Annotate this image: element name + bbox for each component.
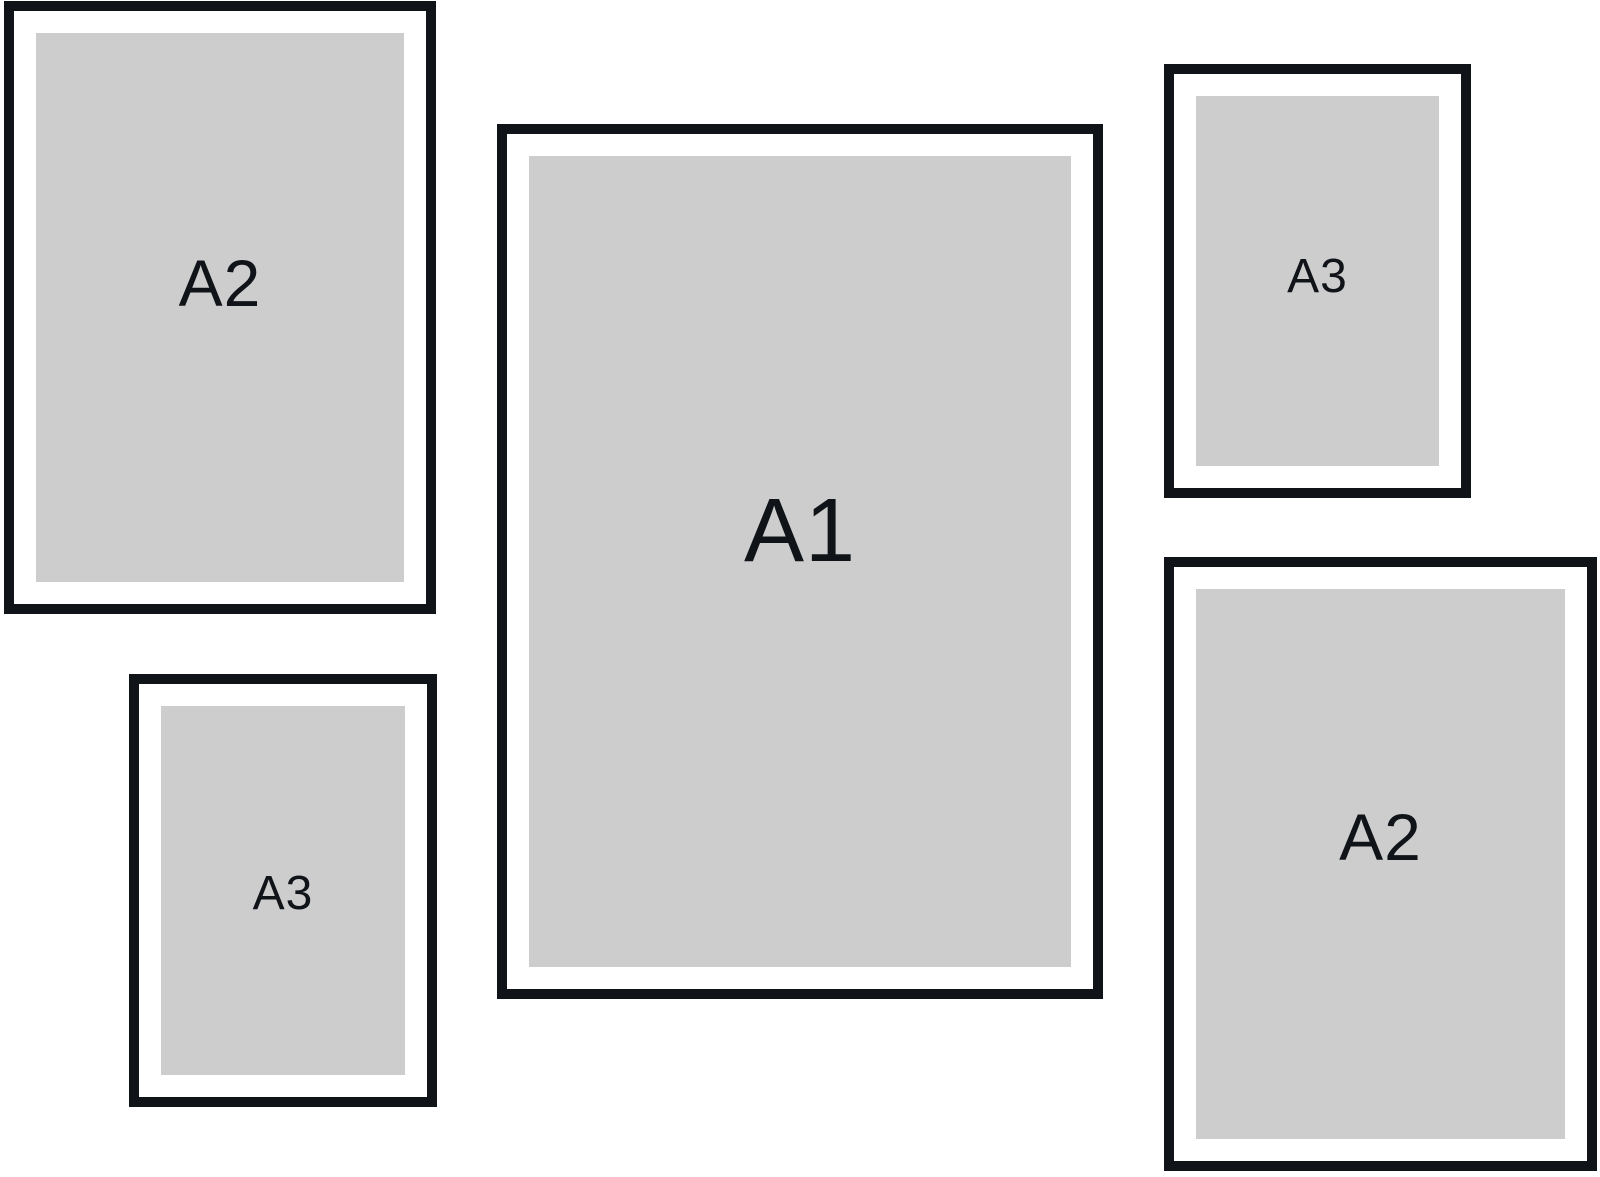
frame-a2-top-left: A2 (4, 1, 436, 614)
frame-a3-bottom-left: A3 (129, 674, 437, 1107)
print-area: A3 (161, 706, 405, 1075)
print-area: A2 (36, 33, 404, 582)
size-label-a2: A2 (178, 246, 262, 320)
size-label-a3: A3 (1287, 250, 1348, 303)
size-label-a3: A3 (252, 866, 314, 920)
print-area: A3 (1196, 96, 1439, 466)
size-label-a2: A2 (1339, 799, 1422, 874)
frame-a2-bottom-right: A2 (1164, 557, 1597, 1171)
frame-a1-center: A1 (497, 124, 1103, 999)
size-label-a1: A1 (743, 480, 857, 581)
print-area: A2 (1196, 589, 1565, 1139)
print-area: A1 (529, 156, 1071, 967)
frame-a3-top-right: A3 (1164, 64, 1471, 498)
